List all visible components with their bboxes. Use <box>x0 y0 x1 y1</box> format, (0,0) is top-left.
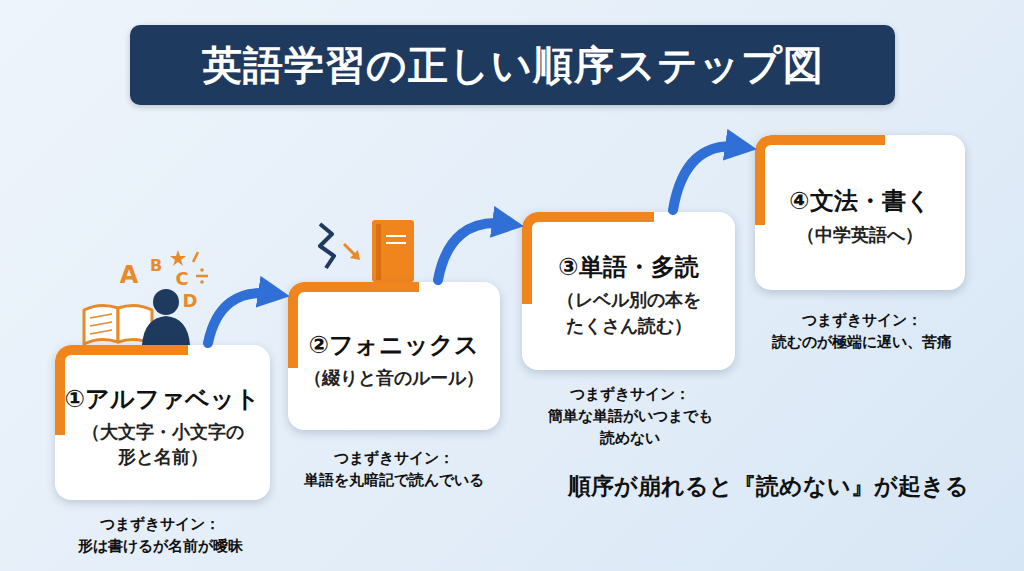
step-description: （大文字・小文字の 形と名前） <box>72 419 254 469</box>
warning-message: 順序が崩れると『読めない』が起きる <box>548 470 988 503</box>
title-text: 英語学習の正しい順序ステップ図 <box>202 38 824 93</box>
step-arrow <box>438 223 508 280</box>
title-box: 英語学習の正しい順序ステップ図 <box>130 25 895 105</box>
step-description: （中学英語へ） <box>797 222 923 247</box>
stumble-sign: つまずきサイン： 簡単な単語がいつまでも 読めない <box>538 384 723 449</box>
step-box: ①アルファベット （大文字・小文字の 形と名前） <box>55 345 270 500</box>
step-heading: ②フォニックス <box>309 330 479 361</box>
step-heading: ③単語・多読 <box>558 252 698 283</box>
step-box: ③単語・多読 （レベル別の本を たくさん読む） <box>522 212 735 370</box>
zigzag-icon <box>320 224 334 268</box>
letter-mark: B <box>144 254 168 277</box>
step-description: （レベル別の本を たくさん読む） <box>544 287 714 337</box>
step-arrow <box>208 293 274 343</box>
small-arrow <box>344 244 360 260</box>
stumble-sign: つまずきサイン： 読むのが極端に遅い、苦痛 <box>760 310 965 354</box>
step-description: （綴りと音のルール） <box>304 365 484 390</box>
step-box: ②フォニックス （綴りと音のルール） <box>288 282 500 430</box>
step-heading: ④文法・書く <box>789 186 930 217</box>
letter-mark: C <box>170 266 194 292</box>
step-heading: ①アルファベット <box>65 384 260 415</box>
book-icon <box>84 305 152 344</box>
letter-mark: A <box>114 258 144 293</box>
step-arrow <box>673 146 741 210</box>
letter-mark: D <box>178 288 202 314</box>
stumble-sign: つまずきサイン： 単語を丸暗記で読んでいる <box>292 448 497 492</box>
step-box: ④文法・書く （中学英語へ） <box>755 135 965 290</box>
stumble-sign: つまずきサイン： 形は書けるが名前が曖昧 <box>58 514 263 558</box>
book-icon <box>372 220 414 282</box>
